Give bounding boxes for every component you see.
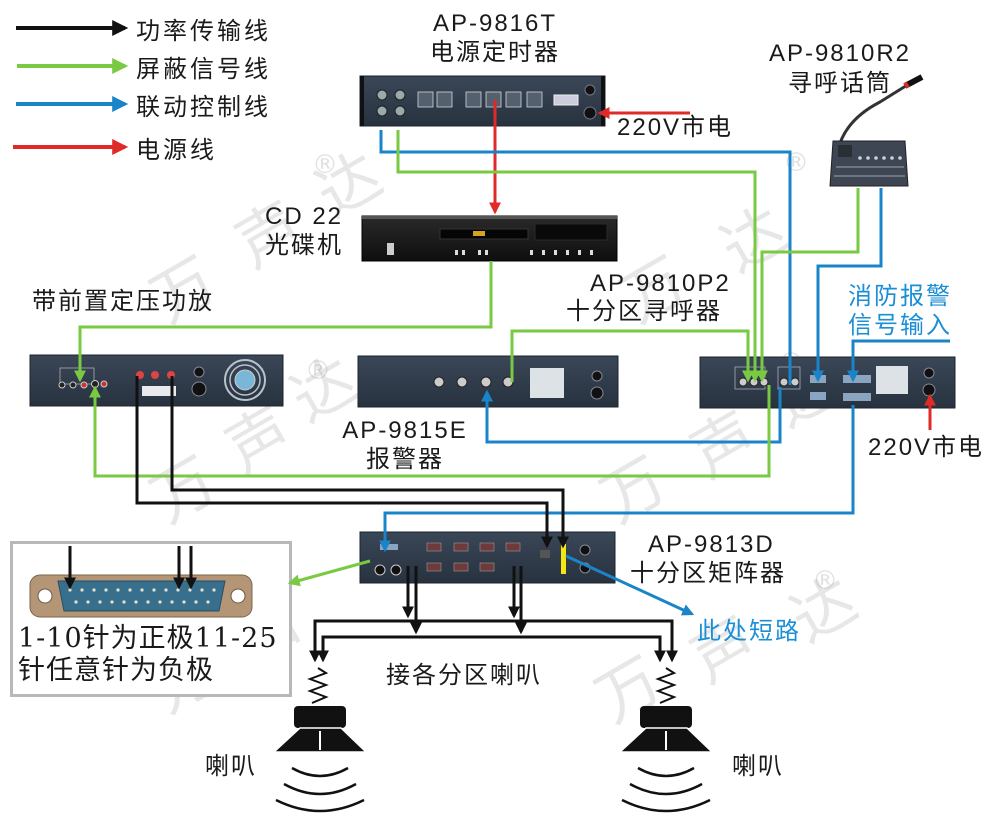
timer-name: 电源定时器 xyxy=(430,39,560,66)
zone-speakers-label: 接各分区喇叭 xyxy=(386,662,542,689)
db25-note-line1: 1-10针为正极11-25 xyxy=(18,623,278,654)
wire-bus-right-b xyxy=(650,635,666,663)
db25-connector-panel xyxy=(10,541,292,697)
speaker-left xyxy=(272,667,368,813)
legend-label: 功率传输线 xyxy=(136,17,271,45)
db25-connector xyxy=(29,546,253,618)
legend-item-signal: 屏蔽信号线 xyxy=(134,52,271,83)
paging-model: AP-9810P2 xyxy=(590,270,731,297)
speaker-right xyxy=(618,667,714,813)
matrix-name: 十分区矩阵器 xyxy=(630,560,786,587)
paging-name: 十分区寻呼器 xyxy=(566,298,722,325)
wire-bus-left-a xyxy=(309,619,664,663)
mains-timer-label: 220V市电 xyxy=(617,114,734,141)
wire-cd-to-amp xyxy=(74,261,493,383)
wire-timer-signal xyxy=(396,130,761,383)
matrix-model: AP-9813D xyxy=(648,531,775,558)
cd-model: CD 22 xyxy=(265,203,344,230)
timer-model: AP-9816T xyxy=(432,10,558,37)
wire-mic-signal xyxy=(756,188,860,383)
wire-amp-out-b xyxy=(170,376,569,549)
legend-label: 联动控制线 xyxy=(136,93,271,121)
registered-mark: ® xyxy=(305,356,331,386)
alarm-model: AP-9815E xyxy=(342,417,468,444)
fire-alarm-label-1: 消防报警 xyxy=(848,283,952,310)
mains-paging-label: 220V市电 xyxy=(868,434,985,461)
legend-item-power: 功率传输线 xyxy=(134,14,271,45)
matrix-device xyxy=(359,531,616,584)
paging-unit-device xyxy=(699,356,956,409)
wire-short-annotation xyxy=(565,554,695,616)
amp-name: 带前置定压功放 xyxy=(32,288,214,315)
fire-alarm-label-2: 信号输入 xyxy=(848,312,952,339)
amplifier-device xyxy=(29,354,284,407)
legend-label: 电源线 xyxy=(136,136,217,164)
wire-amp-out-a xyxy=(135,376,553,549)
mic-name: 寻呼话筒 xyxy=(788,70,892,97)
speaker-right-label: 喇叭 xyxy=(732,753,784,780)
wire-matrix-to-db25 xyxy=(287,559,371,587)
legend-arrows xyxy=(13,20,129,155)
short-circuit-label: 此处短路 xyxy=(697,618,801,645)
legend-label: 屏蔽信号线 xyxy=(136,55,271,83)
cd-player-device xyxy=(361,215,618,262)
timer-device xyxy=(359,75,606,127)
registered-mark: ® xyxy=(812,566,838,596)
legend-item-mains: 电源线 xyxy=(134,133,217,164)
wires xyxy=(74,100,950,663)
wire-alarm-to-paging xyxy=(510,329,754,383)
mic-model: AP-9810R2 xyxy=(768,40,912,67)
wire-mic-control xyxy=(812,188,883,383)
alarm-name: 报警器 xyxy=(366,446,444,473)
wire-timer-to-paging-control xyxy=(379,130,792,385)
paging-microphone-device xyxy=(829,74,924,187)
registered-mark: ® xyxy=(312,150,338,180)
wire-fire-alarm-input xyxy=(847,339,950,383)
wire-paging-to-alarm xyxy=(481,387,782,444)
wire-paging-to-amp xyxy=(89,385,771,478)
wire-paging-to-matrix-control xyxy=(379,405,855,553)
legend-item-control: 联动控制线 xyxy=(134,90,271,121)
db25-note-line2: 针任意针为负极 xyxy=(18,655,214,686)
wire-bus-left-b xyxy=(317,635,656,663)
cd-name: 光碟机 xyxy=(265,232,343,259)
speaker-left-label: 喇叭 xyxy=(205,753,257,780)
short-circuit-highlight xyxy=(561,544,566,574)
wire-bus-right-a xyxy=(656,619,678,663)
